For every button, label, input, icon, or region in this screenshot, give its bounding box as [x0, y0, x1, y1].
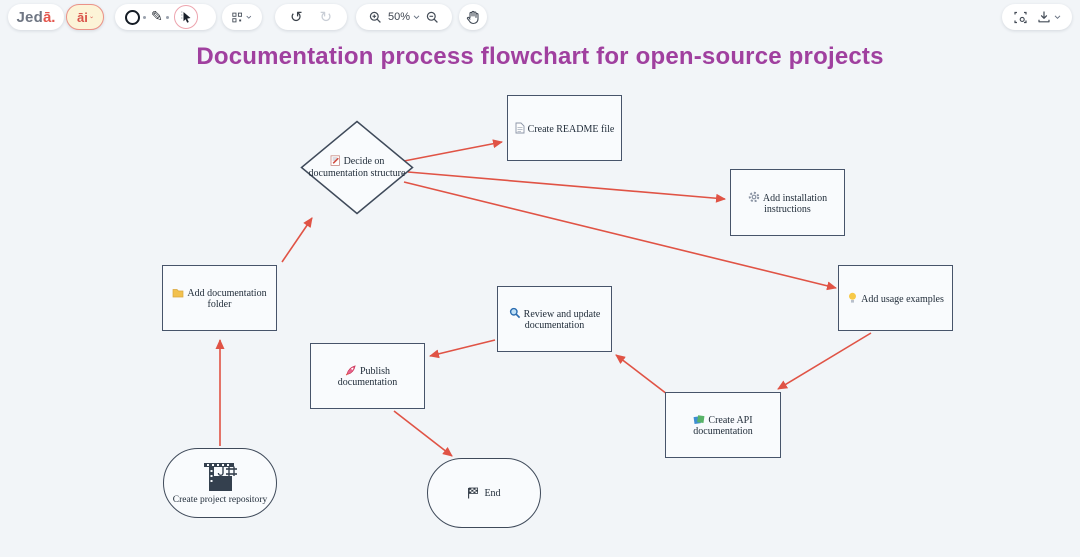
node-usage[interactable]: Add usage examples	[838, 265, 953, 331]
pan-tool-button[interactable]	[459, 4, 487, 30]
zoom-in-icon	[369, 11, 381, 23]
zoom-controls: 50%	[356, 4, 452, 30]
node-repo[interactable]: Create project repository	[163, 448, 277, 518]
node-label: Add installation instructions	[762, 192, 828, 215]
shapes-grid-icon	[232, 12, 243, 22]
zoom-out-button[interactable]	[426, 4, 439, 30]
node-label: End	[484, 487, 501, 499]
pen-tool-button[interactable]: ✎	[151, 4, 169, 30]
node-label: Publish documentation	[337, 366, 398, 388]
ai-button[interactable]: āi	[66, 4, 104, 30]
node-label: Add documentation folder	[187, 287, 267, 310]
chevron-down-icon	[1054, 14, 1061, 19]
zoom-level-dropdown[interactable]: 50%	[388, 4, 420, 30]
node-label: Create README file	[527, 123, 615, 135]
shape-tool-button[interactable]	[125, 4, 146, 30]
crane-icon	[201, 461, 239, 493]
node-readme[interactable]: Create README file	[507, 95, 622, 161]
shapes-menu-button[interactable]	[222, 4, 262, 30]
chevron-down-icon	[90, 16, 93, 18]
download-icon	[1038, 11, 1050, 23]
hand-icon	[466, 10, 479, 24]
edge-api-to-review[interactable]	[615, 354, 668, 395]
zoom-out-icon	[426, 11, 438, 23]
node-decide[interactable]: Decide on documentation structure	[300, 120, 414, 215]
magnifier-icon	[509, 307, 521, 319]
shape-options-dot	[143, 15, 146, 19]
export-group	[1002, 4, 1072, 30]
node-folder[interactable]: Add documentation folder	[162, 265, 277, 331]
node-label: Review and update documentation	[523, 309, 601, 331]
undo-button[interactable]: ↺	[290, 4, 303, 30]
folder-icon	[172, 287, 184, 298]
redo-icon: ↻	[319, 7, 333, 26]
node-label: Add usage examples	[861, 293, 944, 305]
logo-text: Jed	[16, 8, 43, 26]
gear-icon	[748, 191, 760, 203]
bulb-icon	[847, 292, 858, 304]
node-label: Create project repository	[172, 495, 268, 505]
node-label: Decide on documentation structure	[308, 155, 406, 180]
undo-icon: ↺	[289, 7, 303, 26]
edge-review-to-publish[interactable]	[429, 339, 496, 359]
pencil-icon: ✎	[151, 9, 163, 25]
download-button[interactable]	[1037, 4, 1061, 30]
chevron-down-icon	[246, 15, 252, 19]
zoom-in-button[interactable]	[369, 4, 382, 30]
node-label: Create API documentation	[693, 414, 753, 437]
node-install[interactable]: Add installation instructions	[730, 169, 845, 236]
capture-button[interactable]	[1013, 4, 1028, 30]
chevron-down-icon	[413, 14, 420, 19]
memo-icon	[330, 154, 341, 166]
canvas-title[interactable]: Documentation process flowchart for open…	[196, 43, 884, 70]
page-icon	[515, 122, 525, 134]
edge-decide-to-install[interactable]	[407, 171, 726, 203]
capture-icon	[1014, 11, 1027, 23]
node-api[interactable]: Create API documentation	[665, 392, 781, 458]
tools-group: ✎	[115, 4, 216, 30]
books-icon	[693, 414, 705, 425]
redo-button[interactable]: ↻	[319, 4, 332, 30]
pen-options-dot	[165, 15, 169, 19]
edge-folder-to-decide[interactable]	[281, 217, 313, 263]
rocket-icon	[345, 364, 357, 376]
node-review[interactable]: Review and update documentation	[497, 286, 612, 352]
zoom-level: 50%	[387, 11, 411, 23]
history-group: ↺ ↻	[275, 4, 347, 30]
edge-usage-to-api[interactable]	[777, 332, 872, 390]
select-tool-button[interactable]	[173, 4, 198, 30]
node-end[interactable]: End	[427, 458, 541, 528]
flag-icon	[467, 487, 479, 499]
ai-button-label: āi	[77, 9, 88, 25]
select-cursor-icon	[173, 5, 198, 29]
node-publish[interactable]: Publish documentation	[310, 343, 425, 409]
edge-publish-to-end[interactable]	[393, 410, 453, 457]
shape-circle-icon	[125, 9, 140, 25]
edge-decide-to-readme[interactable]	[403, 139, 503, 162]
